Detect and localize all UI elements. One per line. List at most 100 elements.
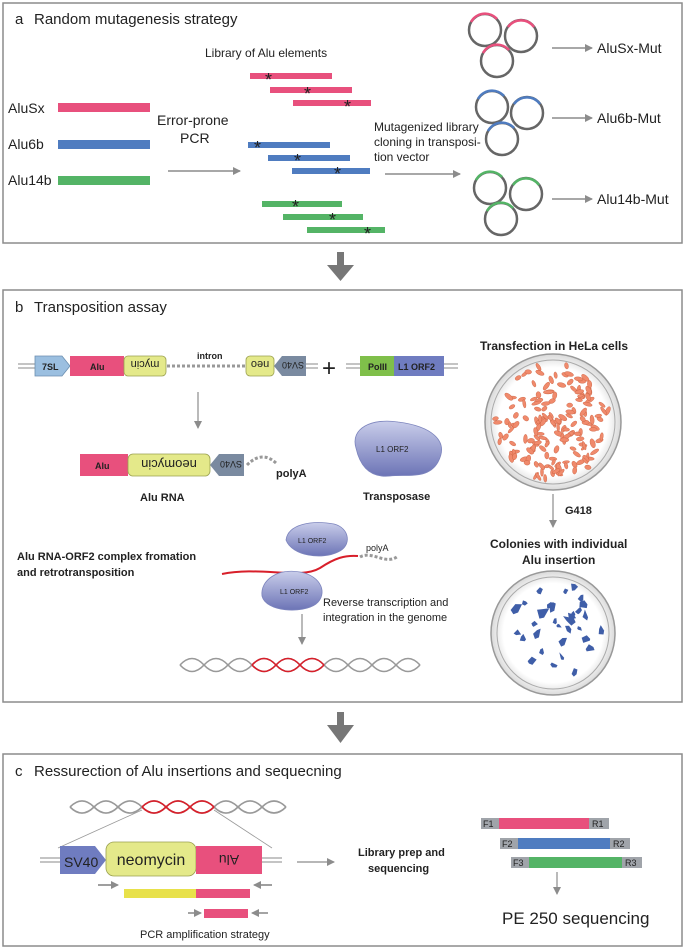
hela-cell: [524, 369, 532, 375]
read-3-body: [529, 857, 622, 868]
rt-label-1: Reverse transcription and: [323, 597, 448, 609]
panel-a: a Random mutagenesis strategy AluSx Alu6…: [2, 2, 683, 244]
complex-blob-2-label: L1 ORF2: [280, 589, 309, 596]
hela-cell: [570, 420, 578, 427]
panel-c: c Ressurection of Alu insertions and seq…: [2, 753, 683, 947]
rna-polya-label: polyA: [276, 468, 307, 480]
cloning-label-1: Mutagenized library: [374, 120, 479, 134]
hela-cell: [565, 409, 575, 415]
colony: [563, 588, 569, 595]
colony: [577, 626, 582, 631]
colony: [571, 668, 578, 677]
alu-box: [70, 356, 124, 376]
transfection-label: Transfection in HeLa cells: [480, 339, 628, 353]
hela-cell: [533, 427, 539, 436]
c-alu-box: [196, 846, 262, 874]
hela-cell: [559, 437, 570, 443]
hela-cell: [589, 438, 596, 449]
panel-b-title: Transposition assay: [34, 299, 167, 316]
hela-cell: [584, 464, 592, 470]
mutation-mark: *: [364, 224, 371, 244]
transposase-blob: [354, 420, 442, 477]
hela-cell: [535, 369, 545, 376]
library-bar-alu6b-1: [248, 142, 330, 148]
read-2-f: [500, 838, 518, 849]
read-1-f: [481, 818, 499, 829]
sv40-label: SV40: [282, 360, 304, 370]
plasmid-group-alu14b: [472, 170, 544, 237]
genome-helix: [179, 657, 421, 673]
hela-cell: [581, 441, 587, 451]
insertion-helix: [69, 800, 287, 814]
colony: [581, 635, 591, 643]
mutation-mark: *: [294, 151, 301, 171]
hela-cell: [577, 393, 584, 398]
hela-cell: [531, 400, 542, 406]
colony: [531, 620, 538, 627]
colony: [533, 628, 541, 639]
hela-cell: [557, 382, 567, 388]
hela-cell: [542, 381, 550, 391]
hela-cell: [534, 440, 542, 446]
transposase-blob-label: L1 ORF2: [376, 445, 409, 454]
read-3-r-label: R3: [625, 858, 637, 868]
hela-cell: [589, 427, 598, 432]
read-1-f-label: F1: [483, 819, 494, 829]
hela-cell: [533, 461, 539, 468]
colony: [513, 629, 522, 636]
complex-blob-2: [261, 570, 323, 611]
colonies-label-1: Colonies with individual: [490, 537, 627, 551]
read-1-r: [589, 818, 609, 829]
hela-cell: [553, 371, 558, 379]
hela-cell: [582, 401, 593, 407]
hela-cell: [552, 468, 561, 475]
plasmid-group-alusx: [467, 12, 539, 79]
colonies: [510, 583, 605, 677]
hela-cell: [553, 445, 560, 454]
read-2-r: [610, 838, 630, 849]
element-label-alu6b: Alu6b: [8, 136, 44, 152]
hela-cell: [512, 453, 518, 460]
hela-cell: [579, 407, 587, 417]
mycin-label: mycin: [131, 358, 160, 370]
hela-cell: [544, 451, 550, 460]
pcr-strategy-label: PCR amplification strategy: [140, 929, 270, 941]
rna-neomycin-label: neomycin: [141, 457, 197, 472]
complex-polya-tail: [359, 553, 399, 561]
zoom-line-right: [213, 809, 273, 849]
polii-promoter: [360, 356, 404, 376]
complex-label-2: and retrotransposition: [17, 567, 135, 579]
mutation-mark: *: [304, 84, 311, 104]
transposase-label: Transposase: [363, 491, 430, 503]
hela-cell: [551, 459, 556, 466]
mutant-label-alu6b: Alu6b-Mut: [597, 110, 661, 126]
neo-label: neo: [251, 358, 269, 370]
colonies-label-2: Alu insertion: [522, 553, 595, 567]
l1-orf2-box: [394, 356, 444, 376]
library-bar-alu14b-3: [307, 227, 385, 233]
hela-cell: [574, 376, 584, 382]
mutation-mark: *: [344, 97, 351, 117]
mutation-mark: *: [292, 197, 299, 217]
library-bar-alu6b-3: [292, 168, 370, 174]
plus-sign: +: [322, 355, 336, 382]
colony: [550, 662, 558, 668]
colony: [598, 625, 605, 635]
read-3-f: [511, 857, 529, 868]
hela-cell: [543, 474, 548, 483]
element-label-alu14b: Alu14b: [8, 172, 52, 188]
cloning-label-2: cloning in transposi-: [374, 135, 481, 149]
pcr-amplicon-pink: [196, 889, 250, 898]
hela-cell: [531, 380, 537, 388]
hela-cell: [564, 462, 569, 470]
hela-cell: [538, 462, 545, 470]
g418-label: G418: [565, 505, 592, 517]
hela-cell: [512, 421, 520, 429]
complex-blob-1: [285, 522, 348, 557]
library-prep-label-1: Library prep and: [358, 847, 445, 859]
panel-b: b Transposition assay 7SL Alu mycin intr…: [2, 289, 683, 703]
hela-cell: [600, 406, 608, 416]
7sl-promoter: [34, 355, 71, 377]
read-2-r-label: R2: [613, 839, 625, 849]
complex-label-1: Alu RNA-ORF2 complex fromation: [17, 551, 196, 563]
